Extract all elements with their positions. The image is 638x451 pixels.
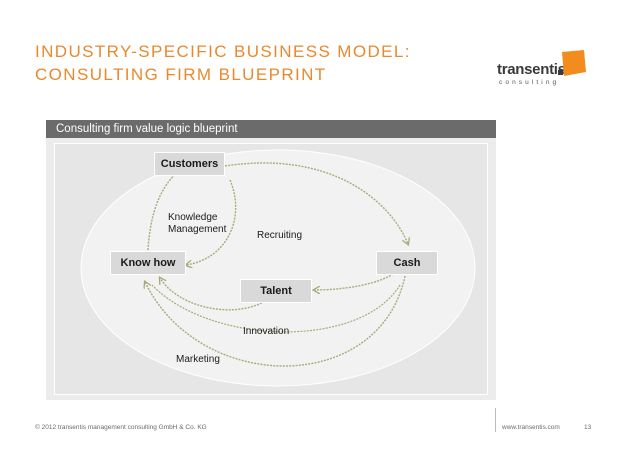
page-number: 13 [584,424,592,431]
arrow-cash-to-knowhow [145,275,406,367]
label-knowledge-line-2: Management [168,224,227,235]
arrow-talent-to-knowhow [160,278,271,311]
logo-wordmark: transentis [497,61,566,78]
logo-mark-icon [558,50,586,76]
label-innovation: Innovation [243,326,290,337]
label-knowledge-management: Knowledge Management [168,212,226,236]
node-talent-label: Talent [260,285,292,297]
node-customers: Customers [154,152,225,176]
arrow-customers-to-knowhow [186,179,237,265]
label-knowledge-line-1: Knowledge [168,212,218,223]
node-know-how: Know how [110,251,186,275]
arrow-cash-innovation-arc [151,284,401,333]
background-ellipse [80,149,476,387]
arrow-cash-to-talent [314,271,397,290]
node-customers-label: Customers [160,158,219,170]
slide-title: INDUSTRY-SPECIFIC BUSINESS MODEL: CONSUL… [35,40,455,86]
slide-title-line-1: INDUSTRY-SPECIFIC BUSINESS MODEL: [35,42,411,61]
node-talent: Talent [240,279,312,303]
label-marketing: Marketing [176,354,220,365]
footer-website: www.transentis.com [502,424,560,431]
arrow-customers-to-cash [224,162,408,244]
footer-divider [495,408,496,432]
node-know-how-label: Know how [120,257,176,269]
node-cash-label: Cash [393,257,421,269]
footer-copyright: © 2012 transentis management consulting … [35,424,207,431]
label-recruiting: Recruiting [257,230,303,241]
node-cash: Cash [376,251,438,275]
logo-tagline: consulting [499,79,560,86]
transentis-logo: transentis consulting [497,50,587,94]
slide-title-line-2: CONSULTING FIRM BLUEPRINT [35,65,327,84]
panel-header: Consulting firm value logic blueprint [46,120,496,138]
